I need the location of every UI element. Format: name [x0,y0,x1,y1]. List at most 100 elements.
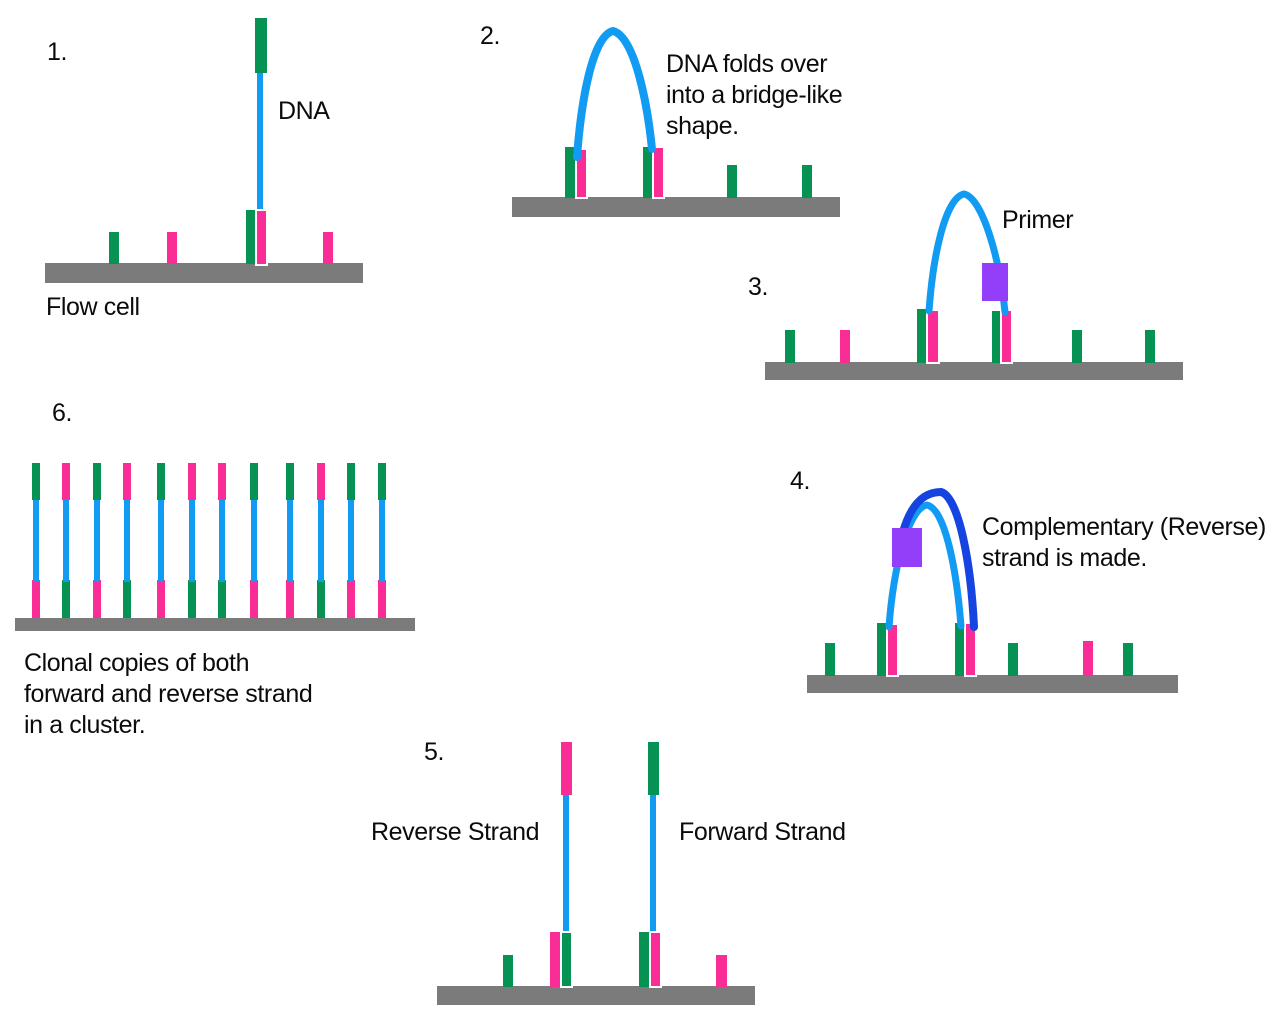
cluster-strand-top-green [250,463,258,500]
dna-bridge-arch [573,26,656,161]
cluster-strand-bottom-green [188,580,196,622]
cluster-strand-top-green [157,463,165,500]
cluster-strand-middle [287,498,293,582]
step-4-caption: Complementary (Reverse) strand is made. [982,513,1266,572]
dna-cap-green [648,742,659,795]
oligo-post-pink [649,931,662,988]
cluster-strand-bottom-green [62,580,70,622]
reverse-strand-line [563,795,569,935]
dna-strand [257,72,263,212]
cluster-strand-middle [33,498,39,582]
forward-strand-line [650,795,656,935]
cluster-strand-bottom-pink [93,580,101,622]
oligo-post-green [802,165,812,198]
forward-strand-label: Forward Strand [679,818,846,846]
step-3-number: 3. [748,273,769,301]
oligo-post-pink [652,146,665,199]
cluster-strand-top-green [347,463,355,500]
oligo-post-pink [167,232,177,264]
cluster-strand-top-pink [317,463,325,500]
primer-block [982,263,1008,301]
oligo-post-green [639,932,650,987]
dna-cap-pink [561,742,572,795]
cluster-strand-middle [251,498,257,582]
cluster-strand-top-green [32,463,40,500]
oligo-post-green [917,309,927,363]
oligo-post-pink [926,309,940,364]
oligo-post-green [955,623,965,676]
cluster-strand-top-pink [123,463,131,500]
flow-cell-label: Flow cell [46,293,140,321]
flow-cell-bar [512,197,840,217]
flow-cell-bar [765,362,1183,380]
step-2-caption: DNA folds over into a bridge-like shape. [666,50,843,140]
oligo-post-green [877,623,887,676]
step-4-illustration [807,487,1178,693]
cluster-strand-middle [189,498,195,582]
reverse-strand-label: Reverse Strand [371,818,540,846]
oligo-post-green [1072,330,1082,363]
cluster-strand-bottom-pink [347,580,355,622]
cluster-strand-top-green [93,463,101,500]
cluster-strand-bottom-green [317,580,325,622]
oligo-post-green [1123,643,1133,676]
dna-cap-green [255,18,267,73]
cluster-strand-middle [318,498,324,582]
step-5-illustration [437,742,755,1005]
oligo-post-green [727,165,737,198]
primer-block [892,528,922,567]
cluster-strand-top-pink [62,463,70,500]
oligo-post-green [1145,330,1155,363]
oligo-post-pink [1083,641,1093,676]
cluster-strand-top-pink [188,463,196,500]
oligo-post-green [565,147,576,198]
cluster-strand-middle [348,498,354,582]
cluster-strand-middle [379,498,385,582]
cluster-strand-bottom-pink [250,580,258,622]
cluster-strand-middle [158,498,164,582]
step-1-illustration [45,18,363,283]
flow-cell-bar [45,263,363,283]
primer-label: Primer [1002,206,1074,234]
step-5-number: 5. [424,738,445,766]
oligo-post-green [503,955,513,987]
oligo-post-green [643,147,653,198]
template-strand-arch [885,501,965,631]
step-1-number: 1. [47,38,68,66]
cluster-strand-bottom-green [123,580,131,622]
reverse-strand-arch [899,487,978,631]
oligo-post-green [992,311,1001,363]
oligo-post-pink [840,330,850,363]
cluster-strand-middle [219,498,225,582]
step-6-illustration [15,463,415,631]
oligo-post-green [785,330,795,363]
step-6-cluster [32,463,386,622]
oligo-post-pink [1000,309,1013,364]
oligo-post-pink [255,209,268,266]
step-6-number: 6. [52,399,73,427]
step-6-caption: Clonal copies of both forward and revers… [24,649,313,739]
dna-label: DNA [278,97,330,125]
cluster-strand-bottom-pink [32,580,40,622]
flow-cell-bar [15,618,415,631]
oligo-post-pink [886,623,899,677]
step-3-illustration [765,190,1183,380]
oligo-post-green [825,643,835,676]
flow-cell-bar [807,675,1178,693]
cluster-strand-top-green [378,463,386,500]
cluster-strand-bottom-pink [157,580,165,622]
oligo-post-pink [716,955,727,987]
step-2-illustration [512,26,840,217]
cluster-strand-bottom-green [218,580,226,622]
step-4-number: 4. [790,467,811,495]
oligo-post-green [1008,643,1018,676]
cluster-strand-top-green [286,463,294,500]
cluster-strand-middle [124,498,130,582]
cluster-strand-middle [63,498,69,582]
oligo-post-green [246,210,256,264]
flow-cell-bar [437,986,755,1005]
oligo-post-green [560,931,573,988]
oligo-post-green [109,232,119,264]
